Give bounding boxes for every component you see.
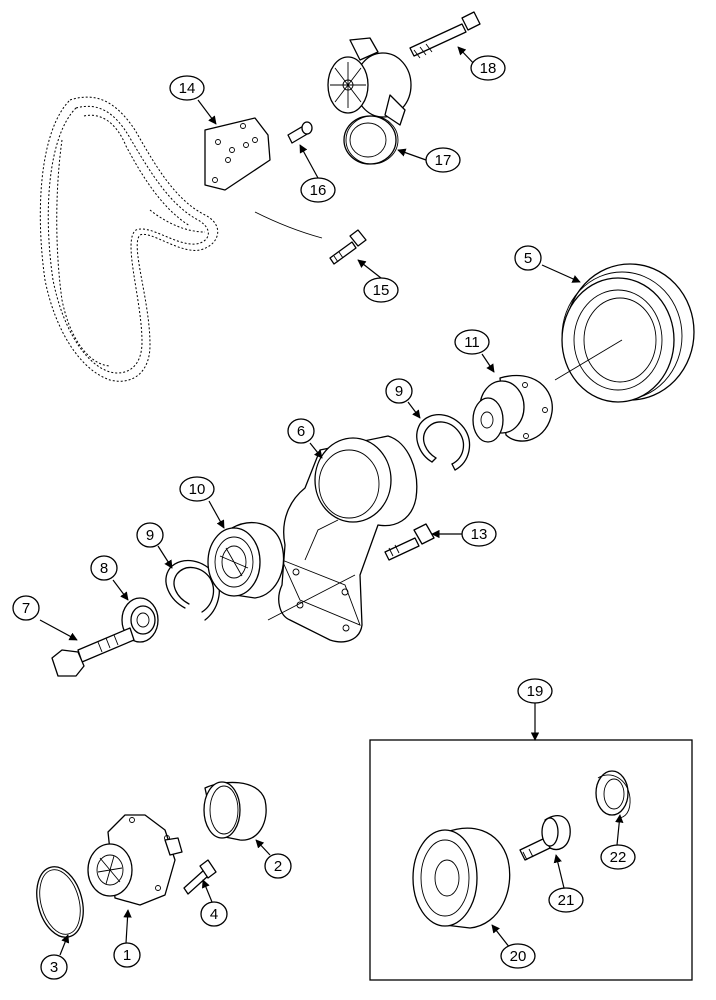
svg-text:15: 15 [373,282,390,299]
svg-text:22: 22 [610,849,627,866]
callout-5: 5 [514,245,542,271]
svg-text:1: 1 [123,947,131,964]
bolt-16 [287,121,313,144]
bolt-15 [329,229,367,265]
callout-6: 6 [287,418,315,444]
svg-text:21: 21 [558,892,575,909]
crankshaft-pulley-5 [554,263,695,403]
svg-text:13: 13 [471,526,488,543]
callout-22: 22 [600,844,636,870]
callout-21: 21 [548,887,584,913]
svg-text:5: 5 [524,250,532,267]
callout-9-upper: 9 [385,378,413,404]
mounting-bracket-14 [204,117,271,191]
svg-text:9: 9 [395,383,403,400]
callout-7: 7 [12,595,40,621]
bolt-18 [409,11,481,59]
bolt-4 [183,859,217,895]
svg-text:9: 9 [146,527,154,544]
svg-text:6: 6 [297,423,305,440]
callout-3: 3 [40,954,68,980]
water-pump-1 [87,814,183,906]
bearing-10 [207,522,285,599]
svg-text:4: 4 [210,906,218,923]
callout-19: 19 [517,678,553,704]
callout-20: 20 [500,943,536,969]
snap-ring-9-lower [165,559,220,621]
svg-text:10: 10 [189,481,206,498]
callout-16: 16 [300,177,336,203]
svg-text:19: 19 [527,683,544,700]
callout-8: 8 [90,555,118,581]
hub-11 [472,374,553,443]
svg-text:3: 3 [50,959,58,976]
idler-pulley-20 [412,827,511,929]
callout-9-lower: 9 [136,522,164,548]
sleeve-2 [203,781,267,841]
svg-text:11: 11 [464,334,480,351]
snap-ring-9-upper [416,414,471,471]
callout-14: 14 [169,75,205,101]
drive-belt [39,96,218,382]
bolt-13 [384,523,435,561]
bolt-7 [51,627,135,677]
pin-21 [519,815,571,861]
callout-4: 4 [200,901,228,927]
svg-text:16: 16 [310,182,327,199]
callout-10: 10 [179,476,215,502]
svg-text:17: 17 [435,152,452,169]
svg-text:2: 2 [274,858,282,875]
svg-text:8: 8 [100,560,108,577]
callout-17: 17 [425,147,461,173]
tensioner-body [327,37,412,126]
callout-18: 18 [470,55,506,81]
svg-text:18: 18 [480,60,497,77]
svg-text:20: 20 [510,948,527,965]
callout-13: 13 [461,521,497,547]
callout-2: 2 [264,853,292,879]
housing-6 [267,435,418,643]
leader-lines [39,46,624,956]
pulley-17 [343,115,399,165]
callout-15: 15 [363,277,399,303]
o-ring-3 [36,866,84,938]
bushing-22 [595,770,631,819]
callout-11: 11 [454,329,490,355]
svg-text:7: 7 [22,600,30,617]
callout-1: 1 [113,942,141,968]
svg-text:14: 14 [179,80,196,97]
